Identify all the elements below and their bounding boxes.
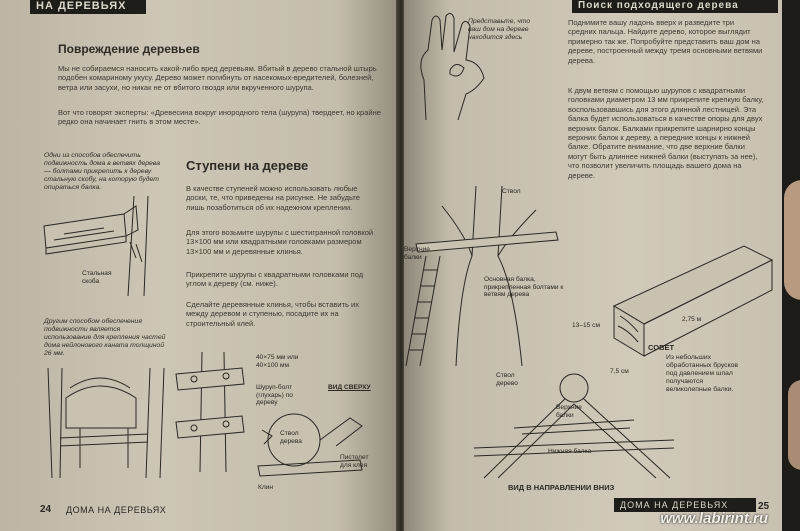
main-beam-label: Основная балка, прикрепленная болтами к … <box>484 276 564 299</box>
brace-illustration <box>43 195 149 297</box>
left-page-number: 24 <box>40 504 52 515</box>
damage-title: Повреждение деревьев <box>58 42 200 56</box>
left-header: НА ДЕРЕВЬЯХ <box>36 0 127 12</box>
beam-size-2: 2,75 м <box>682 316 702 323</box>
right-paragraph-1: Поднимите вашу ладонь вверх и разведите … <box>568 18 763 65</box>
left-header-band: НА ДЕРЕВЬЯХ <box>30 0 146 14</box>
brace-label: Стальная скоба <box>82 270 112 285</box>
damage-paragraph-1: Мы не собираемся наносить какой-либо вре… <box>58 64 377 92</box>
upper-beams-label: Верхние балки <box>404 246 430 261</box>
damage-paragraph-2: Вот что говорят эксперты: «Древесина вок… <box>58 108 381 127</box>
step-illustration <box>175 351 245 473</box>
view-down-label: ВИД В НАПРАВЛЕНИИ ВНИЗ <box>508 483 615 492</box>
upper-beams-label-2: Верхние балки <box>556 404 582 419</box>
right-footer-band: ДОМА НА ДЕРЕВЬЯХ <box>614 498 756 512</box>
steps-paragraph-4: Сделайте деревянные клинья, чтобы встави… <box>186 300 359 328</box>
right-footer-title: ДОМА НА ДЕРЕВЬЯХ <box>620 500 729 510</box>
beam-size-3: 7,5 см <box>610 368 629 375</box>
lower-beam-label: Нижняя балка <box>548 448 592 455</box>
left-page: НА ДЕРЕВЬЯХ Повреждение деревьев Мы не с… <box>0 0 398 531</box>
step-size-label: 40×75 мм или 40×100 мм <box>256 354 299 369</box>
holding-hand-bottom <box>788 380 800 470</box>
book-gutter <box>396 0 406 531</box>
rope-illustration <box>47 367 165 479</box>
brace-caption: Одни из способов обеспечить подвижность … <box>44 152 160 191</box>
right-header-band: Поиск подходящего дерева <box>572 0 778 13</box>
right-page-number: 25 <box>758 501 770 512</box>
trunk-label-2: Ствол дерево <box>496 372 518 387</box>
advice-title: СОВЕТ <box>648 343 675 352</box>
steps-title: Ступени на дереве <box>186 158 309 173</box>
steps-paragraph-3: Прикрепите шурупы с квадратными головкам… <box>186 270 364 289</box>
rope-caption: Другим способом обеспечения подвижности … <box>44 318 166 357</box>
top-down-view-illustration <box>473 373 675 479</box>
ladder-tree-illustration <box>405 185 559 367</box>
watermark: www.labirint.ru <box>660 510 768 527</box>
wedge-label: Клин <box>258 484 274 491</box>
right-paragraph-2: К двум ветвям с помощью шурупов с квадра… <box>568 86 764 180</box>
glue-gun-label: Пистолет для клея <box>340 454 369 469</box>
right-header: Поиск подходящего дерева <box>578 0 739 11</box>
beam-size-1: 13–15 см <box>572 322 600 329</box>
hand-caption: Представьте, что ваш дом на дереве наход… <box>468 18 531 41</box>
left-footer-title: ДОМА НА ДЕРЕВЬЯХ <box>66 505 167 515</box>
trunk-label-left: Ствол дерева <box>280 430 302 445</box>
steps-paragraph-2: Для этого возьмите шурупы с шестигранной… <box>186 228 374 256</box>
steps-paragraph-1: В качестве ступеней можно использовать л… <box>186 184 360 212</box>
top-view-label: ВИД СВЕРХУ <box>328 384 371 391</box>
right-page: Поиск подходящего дерева Представьте, чт… <box>404 0 782 531</box>
screw-label: Шуруп-болт (глухарь) по дереву <box>256 384 293 407</box>
holding-hand-top <box>784 180 800 300</box>
hand-illustration <box>420 12 485 121</box>
trunk-label: Ствол <box>502 188 521 195</box>
advice-text: Из небольших обработанных брусков под да… <box>666 354 739 393</box>
beam-illustration <box>612 245 774 357</box>
top-view-illustration <box>257 413 363 477</box>
